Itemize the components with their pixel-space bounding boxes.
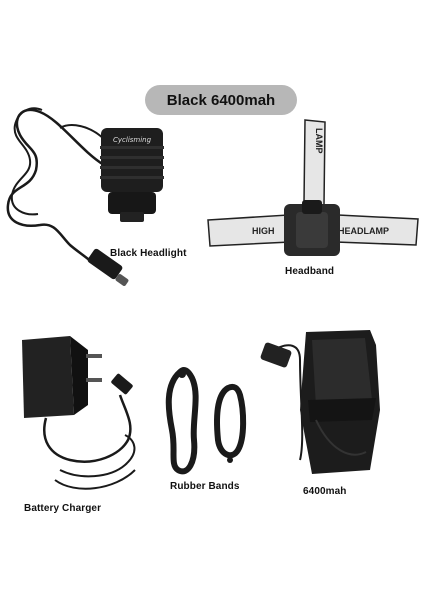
headband-left-text: HIGH	[252, 226, 275, 236]
headlight-brand-text: Cyclisming	[113, 136, 152, 144]
headband-right-text: HEADLAMP	[338, 226, 389, 236]
headlight-caption: Black Headlight	[110, 248, 187, 259]
headband-strap-text: LAMP	[314, 128, 324, 154]
title-pill: Black 6400mah	[145, 85, 297, 115]
battery-caption: 6400mah	[303, 486, 347, 497]
title-text: Black 6400mah	[166, 91, 276, 109]
rubber-bands-caption: Rubber Bands	[170, 481, 240, 492]
charger-caption: Battery Charger	[24, 503, 102, 514]
headband-caption: Headband	[285, 266, 335, 277]
